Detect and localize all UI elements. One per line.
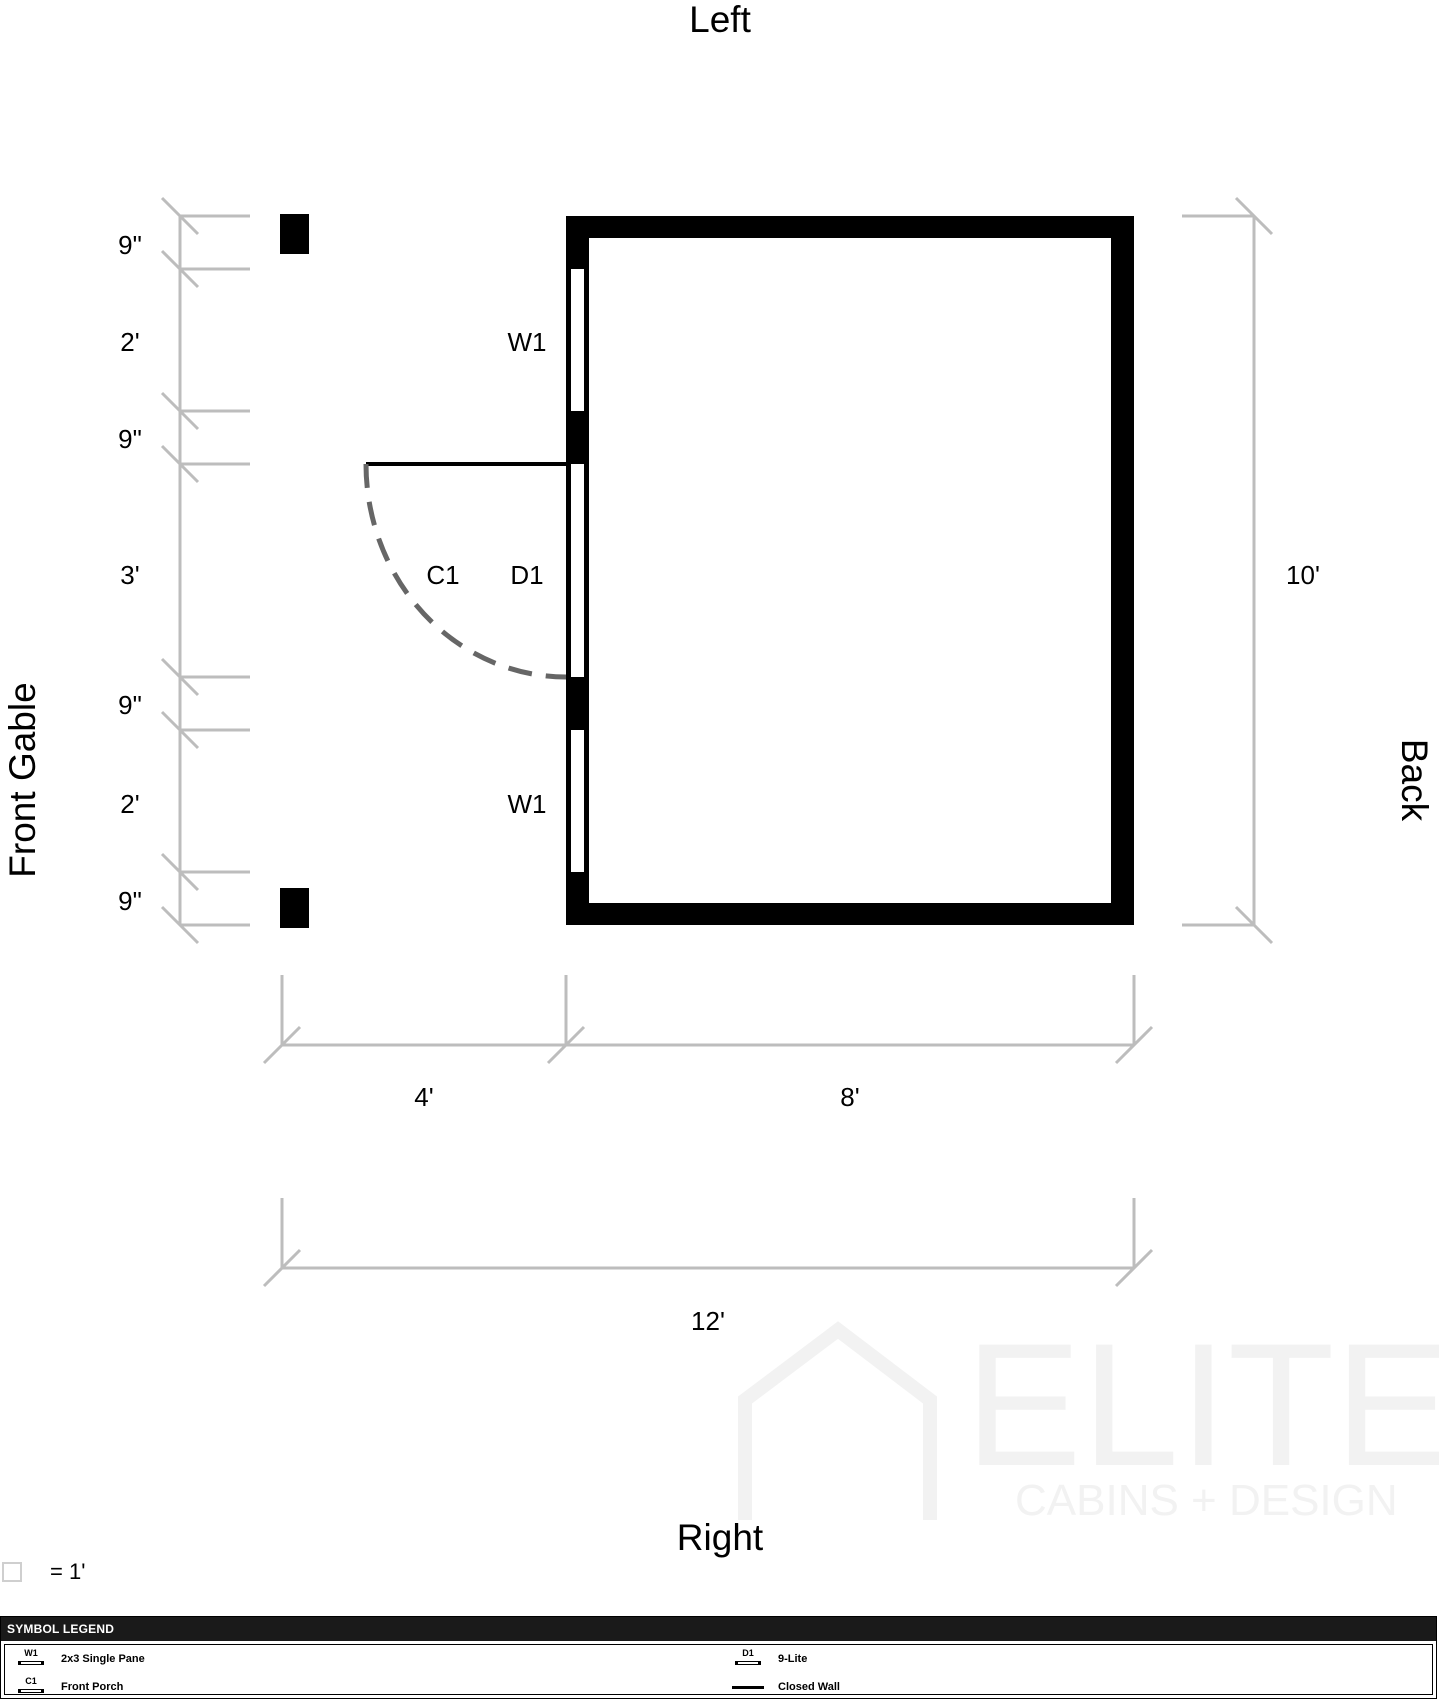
dim-left-3: 9" [118,424,142,454]
legend-item-d1: D1 9-Lite [732,1647,807,1671]
dim-left-4: 3' [120,560,139,590]
dim-left-6: 2' [120,789,139,819]
dim-left-5: 9" [118,690,142,720]
porch-swing-arc [363,463,567,680]
label-window-upper: W1 [508,327,547,357]
floor-plan: ELITE CABINS + DESIGN Left Right Front G… [2,0,1439,1558]
bottom-dimension-chain [262,975,1154,1065]
side-label-left: Front Gable [2,682,43,877]
bottom-total-dimension [262,1198,1154,1288]
dim-left-7: 9" [118,886,142,916]
porch-post-top [280,214,309,254]
label-window-lower: W1 [508,789,547,819]
dim-left-2: 2' [120,327,139,357]
watermark-tagline: CABINS + DESIGN [1015,1476,1398,1525]
watermark: ELITE CABINS + DESIGN [738,1308,1439,1525]
building-walls [566,216,1134,925]
watermark-brand: ELITE [965,1308,1439,1503]
label-porch: C1 [426,560,459,590]
side-label-bottom: Right [677,1517,764,1558]
dim-left-1: 9" [118,230,142,260]
dim-bottom-building: 8' [840,1082,859,1112]
legend-item-w1: W1 2x3 Single Pane [15,1647,145,1671]
window-w1-upper [571,269,584,411]
grid-square-icon [2,1562,22,1582]
porch-post-bottom [280,888,309,928]
left-dimension-chain [160,196,250,945]
window-symbol-icon: W1 [15,1648,47,1670]
door-d1 [571,464,584,677]
door-symbol-icon: D1 [732,1648,764,1670]
right-dimension [1182,196,1274,945]
scale-indicator: = 1' [2,1559,85,1585]
window-w1-lower [571,730,584,872]
legend-label: Front Porch [61,1681,124,1693]
house-logo-icon [738,1321,937,1520]
dim-bottom-total: 12' [691,1306,725,1336]
scale-text: = 1' [50,1559,86,1584]
dim-right-total: 10' [1286,560,1320,590]
legend-item-closed-wall: Closed Wall [732,1675,840,1699]
legend-item-c1: C1 Front Porch [15,1675,123,1699]
side-label-right: Back [1394,739,1435,822]
legend-body: W1 2x3 Single Pane D1 9-Lite C1 Front Po… [4,1644,1433,1695]
wall-symbol-icon [732,1676,764,1698]
symbol-legend: SYMBOL LEGEND W1 2x3 Single Pane D1 9-Li… [0,1616,1437,1699]
legend-label: Closed Wall [778,1681,840,1693]
label-door: D1 [510,560,543,590]
side-label-top: Left [689,0,751,40]
legend-title: SYMBOL LEGEND [1,1617,1436,1641]
legend-label: 9-Lite [778,1653,808,1665]
dim-bottom-porch: 4' [414,1082,433,1112]
porch-symbol-icon: C1 [15,1676,47,1698]
legend-label: 2x3 Single Pane [61,1653,145,1665]
